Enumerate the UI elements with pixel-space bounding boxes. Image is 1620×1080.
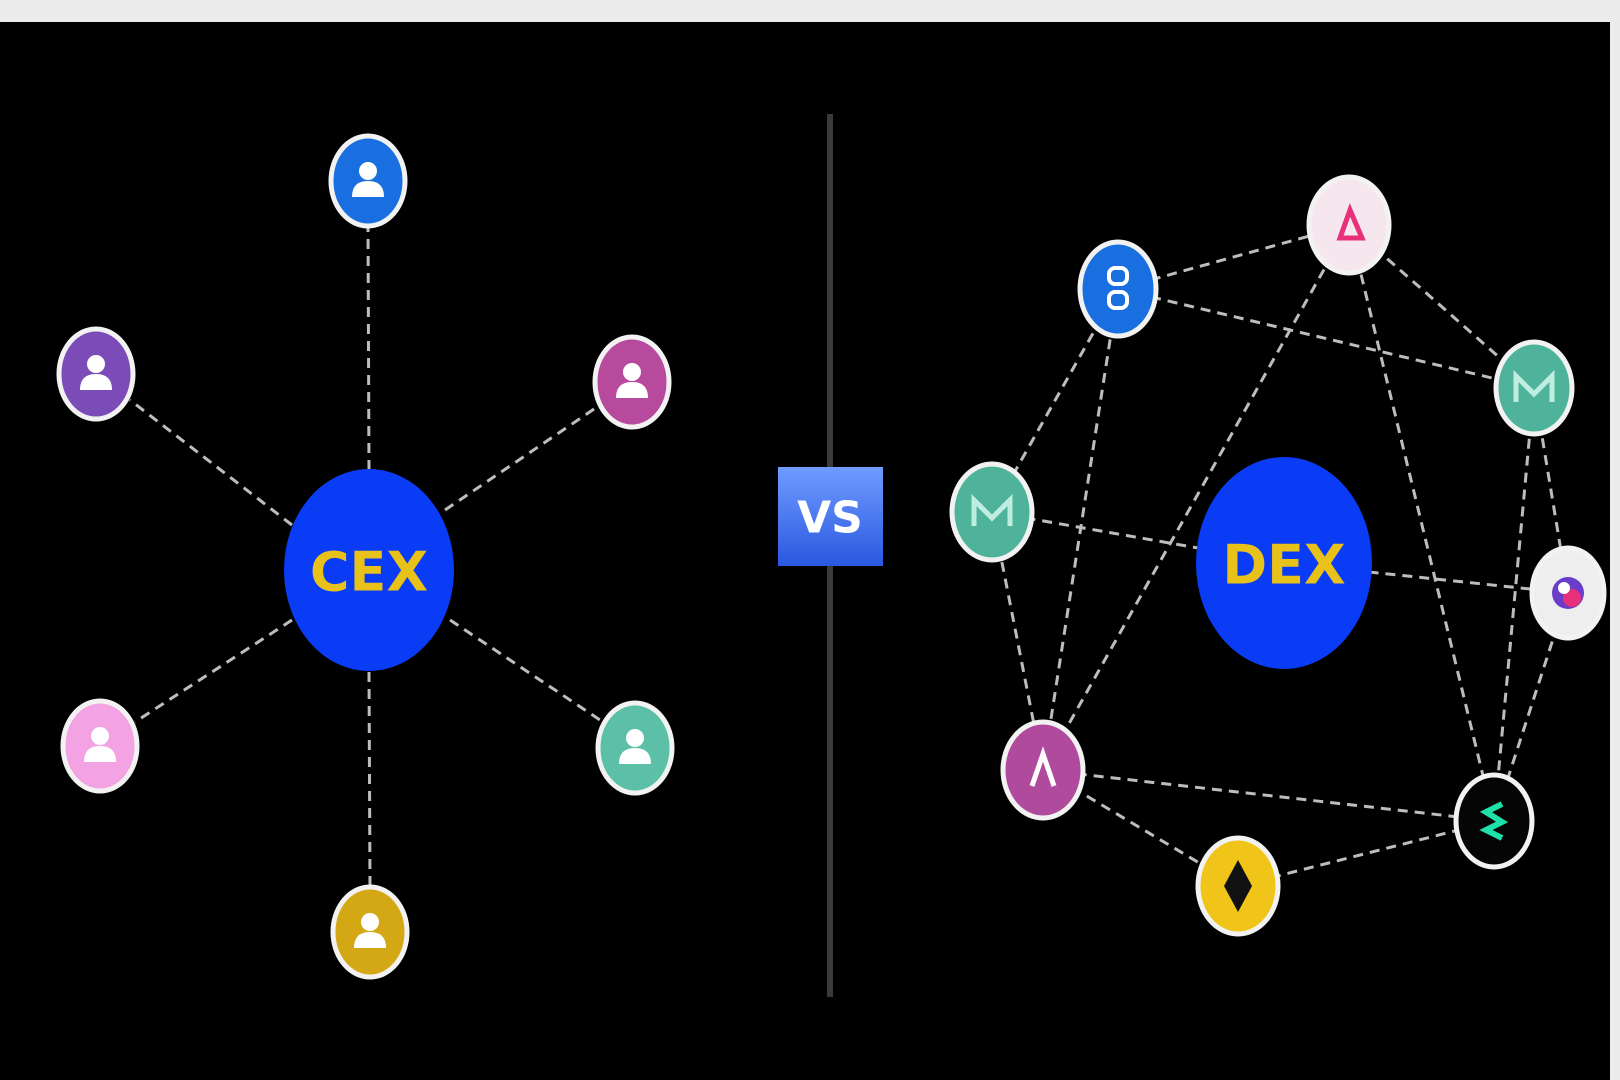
vs-label: VS <box>797 493 863 544</box>
maker-icon <box>1513 369 1555 402</box>
user-node-bottom <box>330 884 410 980</box>
uniswap-icon <box>1336 203 1366 241</box>
edge <box>1347 224 1496 822</box>
token-node-ethereum <box>1195 835 1281 937</box>
token-node-chainlink <box>1077 239 1159 339</box>
dex-label: DEX <box>1222 534 1345 597</box>
edge-cex-user-lower-left <box>134 618 293 724</box>
chainlink-icon <box>1107 266 1129 310</box>
edge-cex-user-bottom <box>367 671 372 886</box>
user-node-upper-left <box>56 326 136 422</box>
cex-edges <box>129 227 601 886</box>
maker-icon <box>971 493 1013 526</box>
user-node-top <box>328 133 408 229</box>
edge <box>1492 387 1536 822</box>
token-node-swirl <box>1529 545 1607 641</box>
token-node-synthetix <box>1453 772 1535 870</box>
token-node-arbitrum <box>1000 719 1086 821</box>
user-node-lower-right <box>595 700 675 796</box>
edge <box>1041 224 1351 771</box>
user-node-upper-right <box>592 334 672 430</box>
user-node-lower-left <box>60 698 140 794</box>
vs-box <box>778 467 883 566</box>
token-node-maker-right <box>1493 339 1575 437</box>
arbitrum-icon <box>1029 746 1057 787</box>
edge <box>1283 561 1569 595</box>
cex-label: CEX <box>310 541 428 604</box>
token-node-maker-left <box>949 461 1035 563</box>
cex-hub <box>284 469 454 671</box>
edge-cex-user-upper-left <box>129 398 293 527</box>
edge <box>1041 288 1120 771</box>
token-node-uniswap <box>1306 174 1392 276</box>
top-bar <box>0 0 1620 22</box>
dex-hub <box>1196 457 1372 669</box>
edge <box>1117 287 1535 390</box>
edge <box>1042 768 1495 823</box>
edge-cex-user-upper-right <box>444 403 601 512</box>
edge-cex-user-lower-right <box>449 618 601 722</box>
ethereum-icon <box>1224 860 1252 912</box>
edge-cex-user-top <box>366 227 371 471</box>
swirl-token-icon <box>1552 577 1584 609</box>
synthetix-icon <box>1479 801 1509 841</box>
